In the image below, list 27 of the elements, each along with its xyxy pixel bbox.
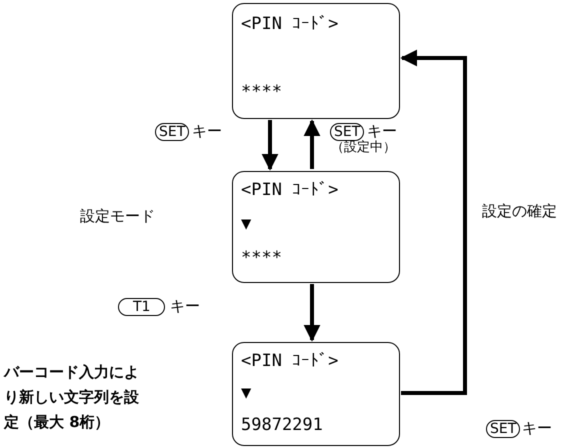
display-text: <PIN ｺｰﾄﾞ>	[241, 14, 338, 34]
edge-label: 設定の確定	[482, 202, 557, 220]
key-text: キー	[367, 122, 397, 140]
key-symbol: T1	[118, 298, 166, 316]
display-text: ▼	[241, 214, 252, 234]
key-text: キー	[170, 297, 200, 315]
key-symbol: SET	[155, 123, 190, 141]
note-text: バーコード入力により新しい文字列を設定（最大 8桁）	[4, 362, 140, 433]
mode-label: 設定モード	[80, 207, 155, 225]
key-text: キー	[522, 419, 552, 437]
display-text: ▼	[241, 383, 252, 403]
key-text: キー	[192, 122, 222, 140]
arrow	[262, 120, 278, 171]
key-symbol: SET	[486, 420, 520, 438]
note-text: （設定中）	[331, 140, 396, 155]
arrow	[400, 50, 467, 395]
arrow	[304, 284, 320, 342]
display-text: ****	[241, 248, 282, 268]
display-text: <PIN ｺｰﾄﾞ>	[241, 351, 338, 371]
display-text: <PIN ｺｰﾄﾞ>	[241, 180, 338, 200]
arrow	[304, 119, 320, 169]
display-text: 59872291	[241, 415, 323, 435]
screen-box	[232, 171, 400, 283]
screen-box	[232, 342, 400, 446]
display-text: ****	[241, 82, 282, 102]
screen-box	[232, 3, 400, 119]
key-symbol: SET	[330, 123, 364, 141]
